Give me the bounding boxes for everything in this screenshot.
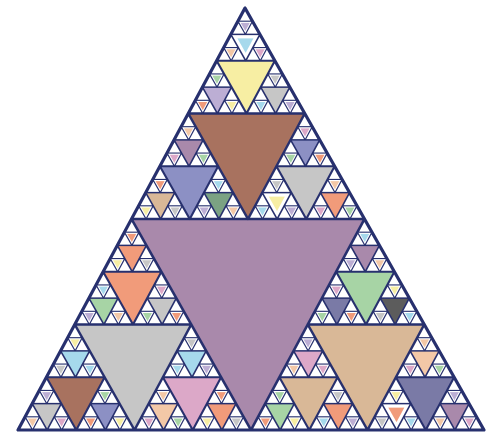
inset-triangle-L4	[375, 312, 385, 322]
inset-triangle-L4	[227, 101, 237, 111]
inset-triangle-L4	[27, 418, 37, 427]
inset-triangle-L4	[202, 418, 212, 427]
inset-triangle-L3	[388, 407, 405, 423]
inset-triangle-L4	[464, 418, 474, 427]
inset-triangle-L4	[270, 75, 280, 84]
inset-triangle-L4	[289, 365, 299, 374]
inset-triangle-L4	[226, 49, 236, 58]
inset-triangle-L4	[113, 312, 123, 322]
inset-triangle-L4	[360, 233, 370, 243]
inset-triangle-L4	[85, 365, 95, 374]
inset-triangle-L4	[390, 286, 400, 295]
inset-triangle-L4	[286, 154, 296, 163]
inset-triangle-L4	[449, 392, 459, 401]
inset-triangle-L4	[70, 339, 80, 348]
inset-triangle-L4	[170, 207, 180, 216]
inset-triangle-L4	[405, 312, 415, 322]
inset-triangle-L4	[201, 365, 211, 374]
inset-triangle-L4	[260, 418, 270, 427]
inset-triangle-L4	[333, 392, 343, 401]
inset-triangle-L4	[348, 418, 358, 427]
inset-triangle-L4	[434, 365, 444, 374]
inset-triangle-L4	[285, 101, 295, 111]
inset-triangle-L4	[377, 418, 387, 427]
inset-triangle-L4	[346, 312, 356, 322]
inset-triangle-L4	[317, 312, 327, 322]
inset-triangle-L4	[172, 365, 182, 374]
inset-triangle-L4	[255, 49, 265, 58]
inset-triangle-L4	[257, 207, 267, 216]
inset-triangle-L4	[169, 154, 179, 163]
inset-triangle-L4	[56, 365, 66, 374]
inset-triangle-L4	[213, 181, 223, 190]
inset-triangle-L4	[216, 392, 226, 401]
inset-triangle-L4	[300, 128, 310, 137]
inset-triangle-L4	[315, 154, 325, 163]
inset-triangle-L4	[287, 207, 297, 216]
inset-triangle-L4	[303, 339, 313, 348]
inset-triangle-L4	[345, 207, 355, 216]
inset-triangle-L4	[346, 260, 356, 269]
inset-triangle-L4	[198, 154, 208, 163]
inset-triangle-L4	[115, 418, 125, 427]
inset-triangle-L4	[240, 22, 250, 32]
inset-triangle-L4	[199, 207, 209, 216]
inset-triangle-L4	[319, 418, 329, 427]
inset-triangle-L4	[100, 392, 110, 401]
inset-triangle-L4	[142, 260, 152, 269]
inset-triangle-L4	[198, 101, 208, 111]
inset-triangle-L4	[318, 365, 328, 374]
inset-triangle-L4	[272, 181, 282, 190]
inset-triangle-L4	[275, 392, 285, 401]
inset-triangle-L4	[98, 286, 108, 295]
inset-triangle-L3	[268, 196, 285, 212]
outer-triangle-outline	[16, 6, 486, 432]
inset-triangle-L4	[183, 128, 193, 137]
inset-triangle-L4	[391, 392, 401, 401]
inset-triangle-L4	[228, 207, 238, 216]
inset-triangle-L4	[158, 392, 168, 401]
inset-triangle-L4	[57, 418, 67, 427]
inset-triangle-L4	[172, 312, 182, 322]
inset-triangle-L4	[86, 418, 96, 427]
inset-triangle-L4	[419, 339, 429, 348]
inset-triangle-L4	[144, 418, 154, 427]
inset-triangle-L4	[141, 207, 151, 216]
inset-triangle-L4	[375, 260, 385, 269]
inset-triangle-L4	[316, 207, 326, 216]
inset-triangle-L4	[435, 418, 445, 427]
inset-triangle-L4	[113, 260, 123, 269]
inset-triangle-L3	[237, 38, 254, 53]
inset-triangle-L4	[405, 365, 415, 374]
inset-triangle-L4	[142, 312, 152, 322]
inset-triangle-L4	[231, 418, 241, 427]
inset-triangle-L4	[127, 233, 137, 243]
inset-triangle-L4	[42, 392, 52, 401]
inset-triangle-L4	[256, 101, 266, 111]
inset-triangle-L4	[186, 339, 196, 348]
inset-triangle-L4	[212, 75, 222, 84]
inset-triangle-L4	[331, 286, 341, 295]
inset-triangle-L4	[406, 418, 416, 427]
inset-triangle-L4	[290, 418, 300, 427]
inset-triangle-L4	[155, 181, 165, 190]
inset-triangle-L4	[173, 418, 183, 427]
inset-triangle-L4	[330, 181, 340, 190]
inset-triangle-L4	[84, 312, 94, 322]
inset-triangle-L4	[157, 286, 167, 295]
